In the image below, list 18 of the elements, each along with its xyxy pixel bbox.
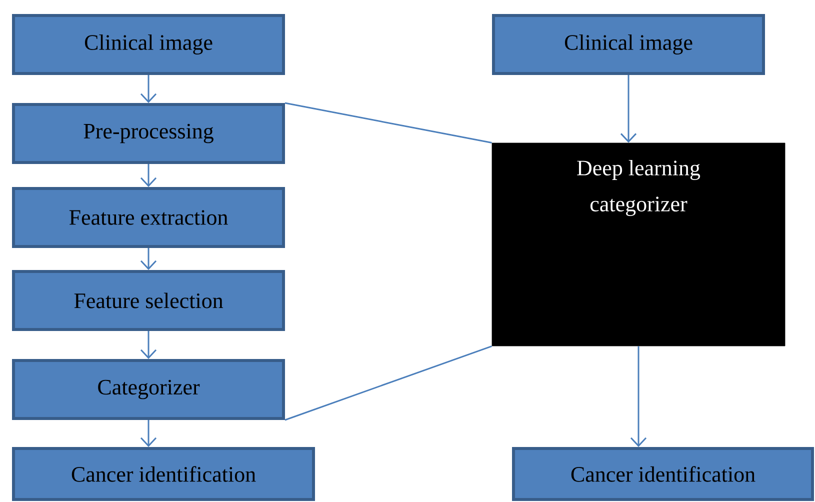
arrow [140, 248, 157, 270]
connector-line [284, 345, 492, 421]
arrow [620, 75, 637, 143]
arrow [140, 330, 157, 359]
arrow [140, 75, 157, 103]
process-box: Clinical image [492, 14, 765, 75]
process-box: Clinical image [12, 14, 285, 75]
process-box: Pre-processing [12, 103, 285, 164]
process-box: Feature extraction [12, 187, 285, 248]
connector-line [284, 102, 492, 144]
process-box: Cancer identification [512, 446, 814, 501]
process-box: Cancer identification [12, 446, 315, 501]
arrow [630, 346, 647, 447]
arrow [140, 164, 157, 187]
process-box: Feature selection [12, 270, 285, 331]
process-box: Deep learning categorizer [492, 142, 786, 346]
arrow [140, 420, 157, 447]
process-box: Categorizer [12, 358, 285, 420]
